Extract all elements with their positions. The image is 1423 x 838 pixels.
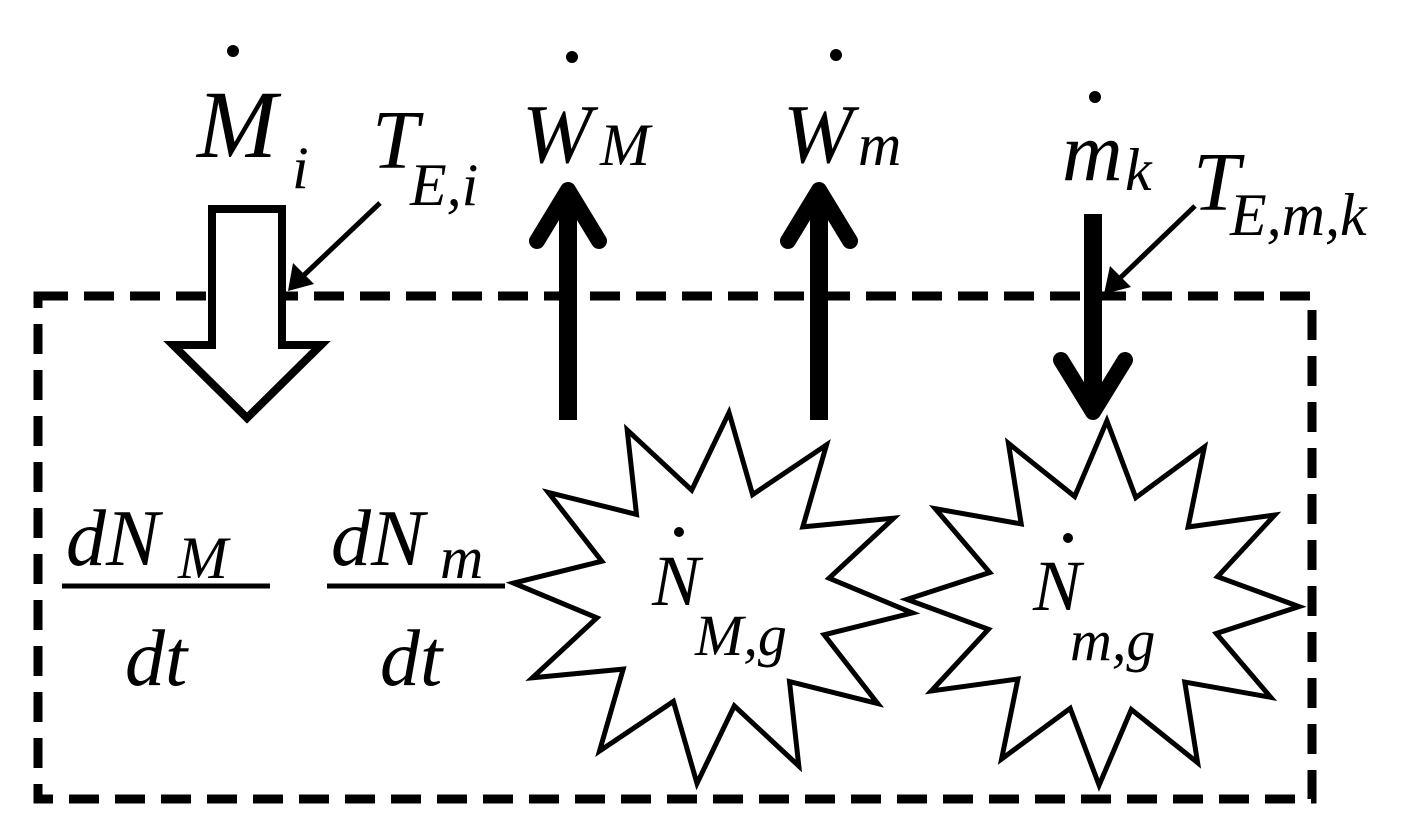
work-arrow-M bbox=[529, 182, 607, 420]
temp-in-base: T bbox=[372, 94, 424, 187]
generation-M-label: N M,g bbox=[651, 527, 787, 668]
temp-in-sub: E,i bbox=[409, 152, 478, 218]
fraction-1-num-sub: M bbox=[177, 525, 231, 591]
generation-M-sub: M,g bbox=[694, 603, 787, 668]
mass-in-sub: i bbox=[292, 135, 309, 201]
fraction-1: dN M dt bbox=[66, 495, 231, 703]
temp-pointer-arrow-i bbox=[288, 201, 382, 291]
mass-k-sub: k bbox=[1125, 137, 1153, 203]
temp-k-symbol: T E,m,k bbox=[1193, 136, 1368, 248]
generation-M-base: N bbox=[651, 541, 704, 621]
work-m-base: W bbox=[783, 88, 860, 181]
mass-k-base: m bbox=[1062, 106, 1123, 199]
temp-pointer-arrow-k bbox=[1104, 204, 1197, 294]
temp-k-sub: E,m,k bbox=[1229, 182, 1368, 248]
mass-in-base: M bbox=[195, 71, 282, 178]
work-m-symbol: W m bbox=[783, 49, 901, 181]
generation-burst-m bbox=[899, 414, 1307, 792]
generation-m-label: N m,g bbox=[1032, 533, 1155, 673]
temp-k-base: T bbox=[1193, 136, 1245, 229]
mass-flow-arrow-k bbox=[1053, 214, 1133, 420]
mass-inflow-arrow bbox=[163, 205, 331, 424]
temp-in-symbol: T E,i bbox=[372, 94, 478, 218]
work-m-sub: m bbox=[858, 112, 901, 178]
work-M-sub: M bbox=[599, 112, 653, 178]
work-M-base: W bbox=[522, 88, 599, 181]
fraction-2-den: dt bbox=[380, 615, 444, 703]
mass-k-symbol: m k bbox=[1062, 91, 1153, 203]
generation-burst-M bbox=[505, 405, 921, 791]
fraction-1-den: dt bbox=[125, 615, 189, 703]
control-volume-boundary bbox=[33, 291, 1317, 804]
work-arrow-m bbox=[780, 182, 858, 420]
fraction-2-num-base: dN bbox=[331, 495, 429, 583]
generation-m-base: N bbox=[1032, 546, 1085, 626]
fraction-2: dN m dt bbox=[331, 495, 483, 703]
fraction-1-num-base: dN bbox=[66, 495, 164, 583]
mass-in-symbol: M i bbox=[195, 45, 309, 201]
generation-m-sub: m,g bbox=[1070, 608, 1155, 673]
work-M-symbol: W M bbox=[522, 51, 653, 181]
fraction-2-num-sub: m bbox=[440, 525, 483, 591]
